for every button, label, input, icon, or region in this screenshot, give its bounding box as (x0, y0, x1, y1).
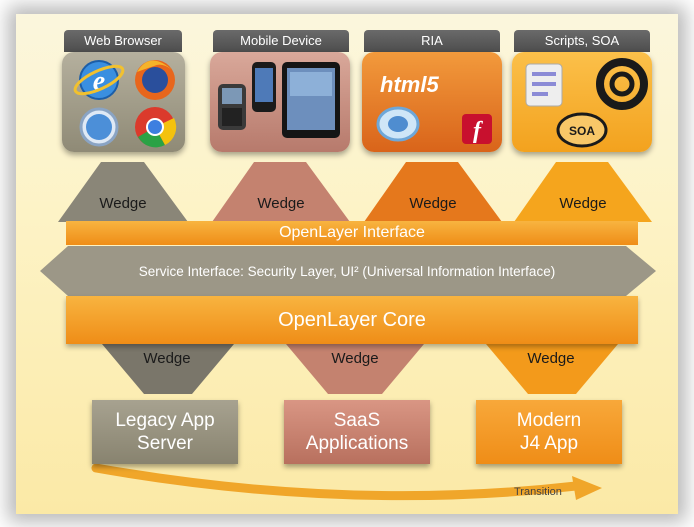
top-wedge-label-scripts: Wedge (559, 195, 607, 212)
service-interface-label: Service Interface: Security Layer, UI² (… (138, 264, 556, 279)
top-wedge-mobile (212, 162, 350, 222)
blackberry-icon (218, 84, 246, 130)
ipad-icon (282, 62, 340, 138)
bottom-wedge-label-legacy: Wedge (143, 350, 191, 367)
scripts-soa-icons: SOA (525, 58, 648, 148)
soa-icon: SOA (556, 112, 608, 148)
bottom-wedge-saas (286, 344, 424, 394)
tab-mobile-device: Mobile Device (213, 30, 349, 52)
transition-arrow (91, 463, 581, 501)
top-wedge-browser (58, 162, 188, 222)
openlayer-interface-bar: OpenLayer Interface (66, 221, 638, 245)
top-wedge-scripts (514, 162, 652, 222)
svg-text:f: f (473, 118, 483, 144)
bottom-wedge-label-modern: Wedge (527, 350, 575, 367)
transition-arrowhead (572, 476, 602, 500)
ria-icons: html5 f (376, 72, 492, 144)
chrome-icon (135, 107, 177, 148)
legacy-app-line1: Legacy App (115, 410, 215, 431)
saas-line1: SaaS (333, 410, 381, 431)
top-wedge-ria (364, 162, 502, 222)
bottom-wedge-modern (486, 344, 618, 394)
swirl-icon (596, 58, 648, 110)
svg-text:SOA: SOA (569, 124, 595, 138)
iphone-icon (252, 62, 276, 112)
script-document-icon (525, 63, 563, 107)
modern-j4-app-box: Modern J4 App (476, 400, 622, 464)
web-browser-card: e (62, 52, 185, 152)
top-wedge-label-ria: Wedge (409, 195, 457, 212)
service-interface-arrow (40, 246, 656, 296)
legacy-app-line2: Server (137, 433, 193, 454)
bottom-wedge-legacy (102, 344, 234, 394)
architecture-diagram: Web Browser Mobile Device RIA Scripts, S… (16, 14, 678, 514)
transition-label: Transition (514, 486, 562, 498)
legacy-app-server-box: Legacy App Server (92, 400, 238, 464)
tab-web-browser: Web Browser (64, 30, 182, 52)
modern-line2: J4 App (519, 433, 579, 454)
top-wedge-label-browser: Wedge (99, 195, 147, 212)
saas-line2: Applications (305, 433, 409, 454)
mobile-icons (218, 62, 340, 138)
openlayer-core-bar: OpenLayer Core (66, 296, 638, 344)
bottom-wedge-label-saas: Wedge (331, 350, 379, 367)
silverlight-icon (376, 106, 420, 142)
tab-scripts-soa: Scripts, SOA (514, 30, 650, 52)
flash-icon: f (462, 114, 492, 144)
html5-logo-text: html5 (380, 72, 439, 97)
modern-line1: Modern (516, 410, 582, 431)
mobile-device-card (210, 52, 350, 152)
ria-card: html5 f (362, 52, 502, 152)
top-wedge-label-mobile: Wedge (257, 195, 305, 212)
tab-ria: RIA (364, 30, 500, 52)
wedge-shapes (40, 162, 656, 501)
browser-icons: e (73, 60, 177, 148)
firefox-icon (135, 60, 175, 100)
saas-applications-box: SaaS Applications (284, 400, 430, 464)
scripts-soa-card: SOA (512, 52, 652, 152)
internet-explorer-icon: e (73, 60, 125, 100)
safari-icon (79, 107, 119, 147)
